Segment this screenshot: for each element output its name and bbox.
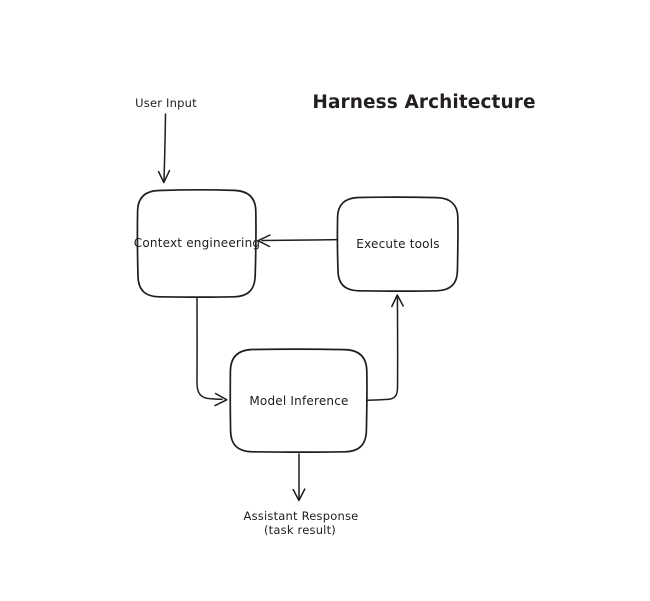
arrowhead: [214, 392, 228, 407]
edge-user-input-to-context-engineering: [157, 113, 171, 184]
arrowhead: [391, 294, 404, 308]
node-model-inference: Model Inference: [229, 348, 368, 454]
node-execute-tools-label: Execute tools: [356, 237, 439, 251]
label-assistant-response-line1: Assistant Response: [244, 509, 359, 523]
node-context-engineering: Context engineering: [134, 188, 260, 299]
edge-model-inference-to-assistant-response: [292, 453, 306, 502]
edge-execute-tools-to-context-engineering: [257, 234, 338, 248]
node-context-engineering-box: [136, 188, 257, 299]
label-user-input: User Input: [135, 96, 197, 110]
node-execute-tools-box: [336, 196, 459, 293]
edge-model-inference-to-execute-tools: [366, 294, 404, 401]
edge-context-engineering-to-model-inference: [196, 296, 228, 407]
arrowhead: [157, 169, 171, 184]
node-execute-tools: Execute tools: [336, 196, 459, 293]
arrowhead: [257, 234, 271, 248]
edge-line: [366, 296, 399, 401]
label-assistant-response: Assistant Response (task result): [244, 509, 359, 537]
node-model-inference-box: [229, 348, 368, 454]
edge-line: [196, 296, 223, 401]
node-context-engineering-label: Context engineering: [134, 236, 260, 250]
node-model-inference-label: Model Inference: [249, 394, 348, 408]
edge-line: [261, 238, 338, 242]
diagram-title: Harness Architecture: [312, 92, 535, 113]
label-assistant-response-line2: (task result): [264, 523, 336, 537]
edge-line: [163, 113, 167, 181]
arrowhead: [292, 488, 306, 502]
